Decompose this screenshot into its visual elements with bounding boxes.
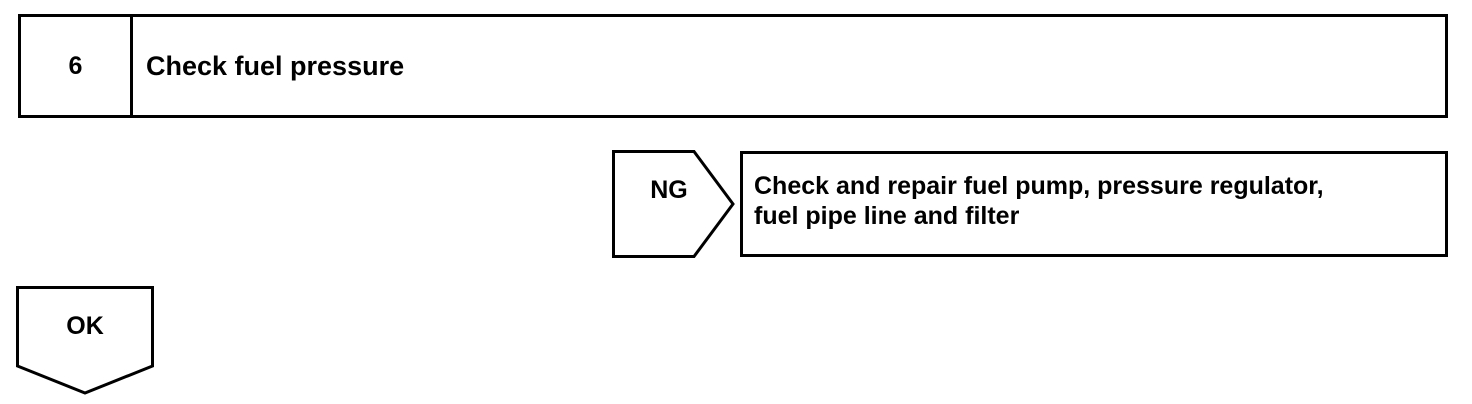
ng-arrow-shape: [612, 150, 735, 258]
ok-arrow-shape: [16, 286, 154, 395]
ok-label: OK: [66, 311, 104, 340]
step-title: Check fuel pressure: [146, 50, 405, 81]
ng-action-text: Check and repair fuel pump, pressure reg…: [754, 171, 1444, 231]
ng-action-line-2: fuel pipe line and filter: [754, 202, 1020, 230]
step-divider: [130, 14, 133, 118]
step-box: [18, 14, 1448, 118]
ng-action-line-1: Check and repair fuel pump, pressure reg…: [754, 172, 1324, 200]
ng-action-box: [740, 151, 1448, 257]
ng-label: NG: [650, 175, 688, 204]
step-number: 6: [68, 51, 83, 80]
